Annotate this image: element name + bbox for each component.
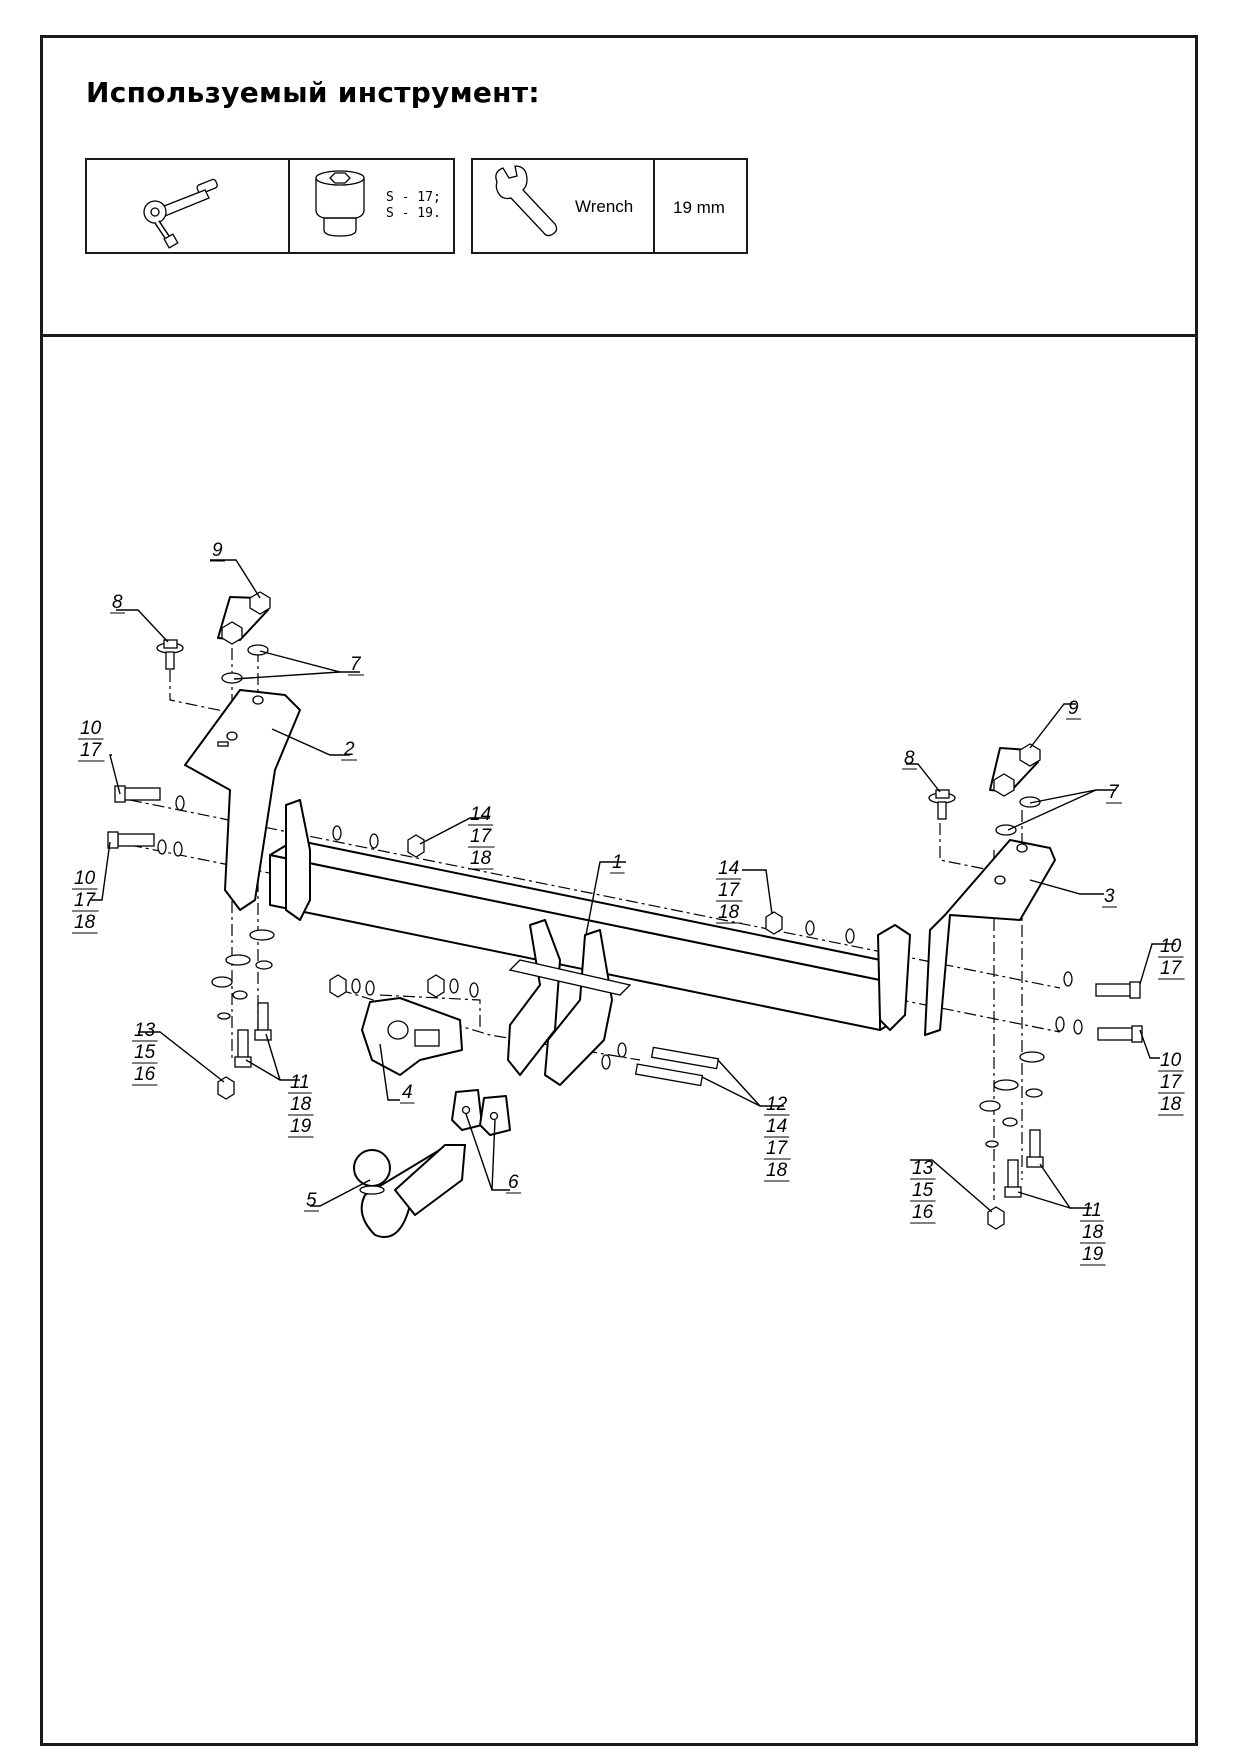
callout-8-right: 8 (902, 748, 917, 770)
callout-1-line-1: 1 (612, 852, 623, 873)
socket-cell: S - 17; S - 19. (288, 160, 453, 252)
callout-1: 1 (610, 852, 625, 874)
fasteners (107, 591, 1143, 1230)
tow-plate-part-4 (361, 997, 463, 1076)
left-bracket-part-2 (184, 689, 301, 911)
callout-labels: 1 2 3 4 5 6 7 7 8 8 9 9 (72, 540, 1185, 1266)
callout-11-left: 11 18 19 (288, 1072, 314, 1138)
callout-3-line-1: 3 (1104, 886, 1115, 907)
callout-14b-line-2: 17 (718, 880, 741, 901)
ratchet-cell (87, 160, 288, 252)
callout-3: 3 (1102, 886, 1117, 908)
callout-9-right: 9 (1066, 698, 1081, 720)
callout-11a-line-2: 18 (290, 1094, 312, 1115)
callout-10a-line-2: 17 (80, 740, 103, 761)
right-bracket-part-3 (924, 839, 1056, 1036)
callout-11a-line-3: 19 (290, 1116, 312, 1137)
callout-10-left-upper: 10 17 (78, 718, 105, 762)
callout-14b-line-1: 14 (718, 858, 739, 879)
ratchet-wrench-icon (143, 178, 218, 249)
callout-10b-line-2: 17 (74, 890, 97, 911)
callout-12-line-3: 17 (766, 1138, 789, 1159)
crossbar-part-1 (269, 799, 911, 1086)
callout-12: 12 14 17 18 (764, 1094, 791, 1182)
callout-6-line-1: 6 (508, 1172, 519, 1193)
callout-14b-line-3: 18 (718, 902, 740, 923)
callout-6: 6 (506, 1172, 521, 1194)
callout-2: 2 (341, 739, 357, 761)
callout-8-right-line-1: 8 (904, 748, 915, 769)
wrench-size: 19 mm (673, 198, 725, 217)
callout-13b-line-2: 15 (912, 1180, 934, 1201)
callout-13-right: 13 15 16 (910, 1158, 936, 1224)
leader-lines (90, 559, 1176, 1213)
callout-8-left: 8 (110, 592, 125, 614)
wrench-cell: Wrench (473, 160, 653, 252)
tool-group-ratchet: S - 17; S - 19. (85, 158, 455, 254)
socket-size-19: S - 19. (386, 206, 441, 221)
spacer-plates-part-6 (451, 1089, 511, 1136)
tools-heading: Используемый инструмент: (86, 76, 540, 109)
callout-9-left-line-1: 9 (212, 540, 223, 561)
page-frame (40, 35, 1198, 1746)
callout-10b-line-1: 10 (74, 868, 96, 889)
callout-10c-line-2: 17 (1160, 958, 1183, 979)
callout-9-left: 9 (210, 540, 225, 562)
socket-size-17: S - 17; (386, 190, 441, 205)
callout-5-line-1: 5 (306, 1190, 317, 1211)
callout-10-right-lower: 10 17 18 (1158, 1050, 1185, 1116)
callout-11-right: 11 18 19 (1080, 1200, 1106, 1266)
tow-ball-part-5 (353, 1144, 466, 1238)
callout-7-right-line-1: 7 (1108, 782, 1120, 803)
callout-13a-line-2: 15 (134, 1042, 156, 1063)
callout-13b-line-3: 16 (912, 1202, 934, 1223)
callout-14-right: 14 17 18 (716, 858, 743, 924)
callout-11b-line-3: 19 (1082, 1244, 1104, 1265)
callout-7-left-line-1: 7 (350, 654, 362, 675)
callout-4-line-1: 4 (402, 1082, 413, 1103)
callout-13a-line-1: 13 (134, 1020, 156, 1041)
callout-14a-line-1: 14 (470, 804, 491, 825)
section-divider (40, 334, 1198, 337)
callout-11a-line-1: 11 (290, 1072, 310, 1093)
callout-4: 4 (400, 1082, 415, 1104)
callout-10-left-lower: 10 17 18 (72, 868, 99, 934)
callout-10-right-upper: 10 17 (1158, 936, 1185, 980)
callout-10a-line-1: 10 (80, 718, 102, 739)
wrench-size-cell: 19 mm (653, 160, 746, 252)
callout-13-left: 13 15 16 (132, 1020, 158, 1086)
callout-10d-line-1: 10 (1160, 1050, 1182, 1071)
callout-13b-line-1: 13 (912, 1158, 934, 1179)
callout-11b-line-2: 18 (1082, 1222, 1104, 1243)
callout-7-left: 7 (348, 654, 364, 676)
open-end-wrench-icon (495, 165, 558, 237)
callout-11b-line-1: 11 (1082, 1200, 1102, 1221)
wrench-label: Wrench (575, 197, 634, 216)
callout-14a-line-2: 17 (470, 826, 493, 847)
callout-13a-line-3: 16 (134, 1064, 156, 1085)
callout-10d-line-3: 18 (1160, 1094, 1182, 1115)
callout-14-left: 14 17 18 (468, 804, 495, 870)
callout-10b-line-3: 18 (74, 912, 96, 933)
callout-9-right-line-1: 9 (1068, 698, 1079, 719)
callout-14a-line-3: 18 (470, 848, 492, 869)
callout-12-line-4: 18 (766, 1160, 788, 1181)
callout-12-line-2: 14 (766, 1116, 787, 1137)
socket-head-icon (315, 170, 365, 237)
callout-10c-line-1: 10 (1160, 936, 1182, 957)
tool-group-wrench: Wrench 19 mm (471, 158, 748, 254)
callout-7-right: 7 (1106, 782, 1122, 804)
callout-5: 5 (304, 1190, 319, 1212)
callout-12-line-1: 12 (766, 1094, 788, 1115)
callout-8-left-line-1: 8 (112, 592, 123, 613)
callout-10d-line-2: 17 (1160, 1072, 1183, 1093)
callout-2-line-1: 2 (343, 739, 355, 760)
